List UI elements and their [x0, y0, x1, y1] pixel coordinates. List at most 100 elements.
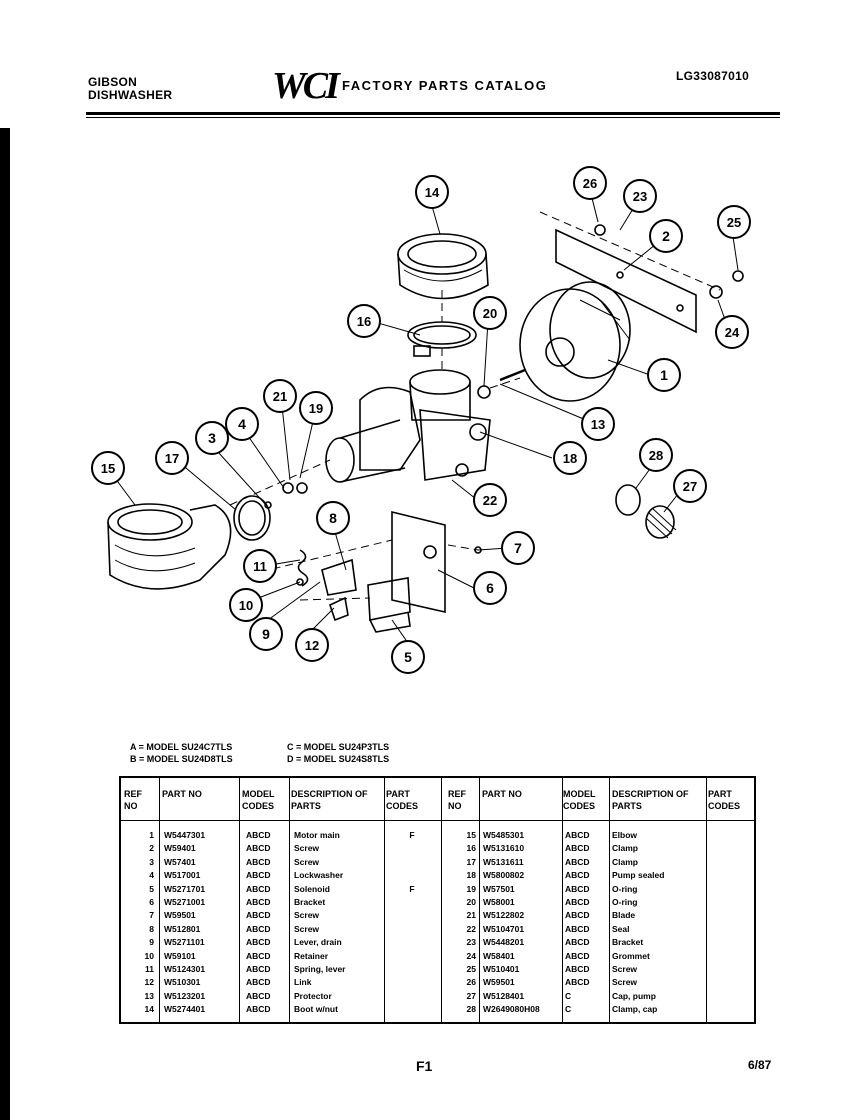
- header-part-left: PART NO: [162, 789, 202, 799]
- header-codes-right: PART CODES: [708, 789, 741, 811]
- cell-desc: Grommet: [612, 950, 650, 961]
- cell-desc: Retainer: [294, 950, 329, 961]
- col-divider: [441, 778, 442, 1022]
- cell-desc: Bracket: [294, 897, 326, 907]
- cell-desc: Screw: [294, 910, 320, 921]
- spring-part: [297, 549, 309, 587]
- page-edge-bar: [0, 128, 10, 1120]
- cell-model: ABCD: [246, 977, 271, 988]
- cell-ref: 1: [149, 830, 154, 840]
- cell-model: ABCD: [246, 830, 271, 840]
- cell-part: W5447301: [164, 830, 206, 840]
- cell-desc: Screw: [294, 923, 320, 934]
- header-rule-thick: [86, 112, 780, 115]
- cell-model: C: [565, 1004, 572, 1015]
- model-legend-right: C = MODEL SU24P3TLS D = MODEL SU24S8TLS: [287, 741, 389, 765]
- cell-model: ABCD: [246, 937, 271, 948]
- cell-model: ABCD: [246, 843, 271, 854]
- model-legend-left: A = MODEL SU24C7TLS B = MODEL SU24D8TLS: [130, 741, 233, 765]
- svg-text:18: 18: [563, 451, 577, 466]
- svg-text:26: 26: [583, 176, 597, 191]
- cell-part: W57401: [164, 856, 196, 867]
- callout-markers: 1 2 3 4 5 6 7 8 9 10 11 12 13 14 15 16 1…: [91, 166, 751, 674]
- callout-12: 12: [295, 628, 329, 662]
- header-rule-thin: [86, 117, 780, 118]
- svg-text:1: 1: [660, 367, 668, 383]
- cell-part: W58001: [483, 897, 515, 907]
- cell-model: ABCD: [565, 910, 590, 921]
- cell-part: W58401: [483, 950, 515, 961]
- lever-part: [321, 558, 357, 596]
- cell-desc: Bracket: [612, 937, 644, 948]
- cell-model: ABCD: [565, 964, 590, 974]
- cell-desc: Boot w/nut: [294, 1004, 338, 1015]
- cell-model: ABCD: [565, 937, 590, 948]
- header-desc-left: DESCRIPTION OF PARTS: [291, 789, 368, 811]
- cell-ref: 12: [144, 977, 154, 988]
- cell-model: ABCD: [565, 923, 590, 934]
- callout-3: 3: [195, 421, 229, 455]
- header-ref-right: REF NO: [448, 789, 466, 811]
- cell-desc: Motor main: [294, 830, 340, 840]
- cell-part: W510301: [164, 977, 201, 988]
- legend-model-d: D = MODEL SU24S8TLS: [287, 754, 390, 764]
- cell-part: W5485301: [483, 830, 525, 840]
- svg-text:28: 28: [649, 448, 663, 463]
- parts-table-frame: [119, 776, 756, 1024]
- callout-8: 8: [316, 501, 350, 535]
- cell-ref: 21: [466, 910, 476, 921]
- cell-desc: Clamp: [612, 843, 638, 854]
- callout-17: 17: [155, 441, 189, 475]
- cell-model: ABCD: [565, 897, 590, 907]
- svg-text:19: 19: [309, 401, 323, 416]
- cell-part: W5131611: [483, 856, 524, 867]
- cell-ref: 16: [466, 843, 476, 854]
- cell-part: W5271101: [164, 937, 205, 948]
- boot-part: [397, 233, 489, 300]
- svg-text:20: 20: [483, 306, 497, 321]
- cell-model: C: [565, 990, 572, 1001]
- cell-part: W59101: [164, 950, 196, 961]
- elbow-part: [107, 503, 232, 590]
- cell-desc: Lever, drain: [294, 937, 342, 948]
- svg-text:8: 8: [329, 510, 337, 526]
- cell-model: ABCD: [246, 910, 271, 921]
- cell-model: ABCD: [246, 897, 271, 907]
- callout-21: 21: [263, 379, 297, 413]
- cell-code: F: [409, 883, 415, 894]
- col-divider: [384, 778, 385, 1022]
- cell-desc: Screw: [612, 977, 638, 988]
- cell-part: W5128401: [483, 990, 525, 1001]
- solenoid-part: [367, 577, 411, 633]
- cell-ref: 11: [145, 964, 154, 974]
- legend-model-c: C = MODEL SU24P3TLS: [287, 742, 390, 752]
- cell-ref: 10: [144, 950, 154, 961]
- callout-10: 10: [229, 588, 263, 622]
- cell-desc: Screw: [294, 856, 320, 867]
- motor-part: [499, 281, 631, 402]
- header-model-left: MODEL CODES: [242, 789, 275, 811]
- cell-part: W2649080H08: [483, 1004, 540, 1015]
- col-divider: [289, 778, 290, 1022]
- cell-code: F: [409, 830, 415, 840]
- callout-23: 23: [623, 179, 657, 213]
- svg-text:25: 25: [727, 215, 741, 230]
- col-divider: [239, 778, 240, 1022]
- cell-ref: 9: [149, 937, 154, 948]
- brand-line-1: GIBSON: [88, 75, 138, 89]
- cell-ref: 27: [466, 990, 476, 1001]
- cell-part: W512801: [164, 923, 201, 934]
- cell-ref: 6: [149, 897, 154, 907]
- cell-model: ABCD: [246, 870, 271, 881]
- cell-desc: Seal: [612, 923, 630, 934]
- cell-part: W59501: [483, 977, 515, 988]
- cell-ref: 17: [466, 856, 476, 867]
- cell-part: W5122802: [483, 910, 525, 921]
- cell-model: ABCD: [565, 830, 590, 840]
- cap-part: [645, 505, 677, 539]
- bracket-6-part: [391, 510, 446, 614]
- cell-model: ABCD: [565, 883, 590, 894]
- cell-model: ABCD: [565, 950, 590, 961]
- header-part-right: PART NO: [482, 789, 522, 799]
- cell-part: W59501: [164, 910, 196, 921]
